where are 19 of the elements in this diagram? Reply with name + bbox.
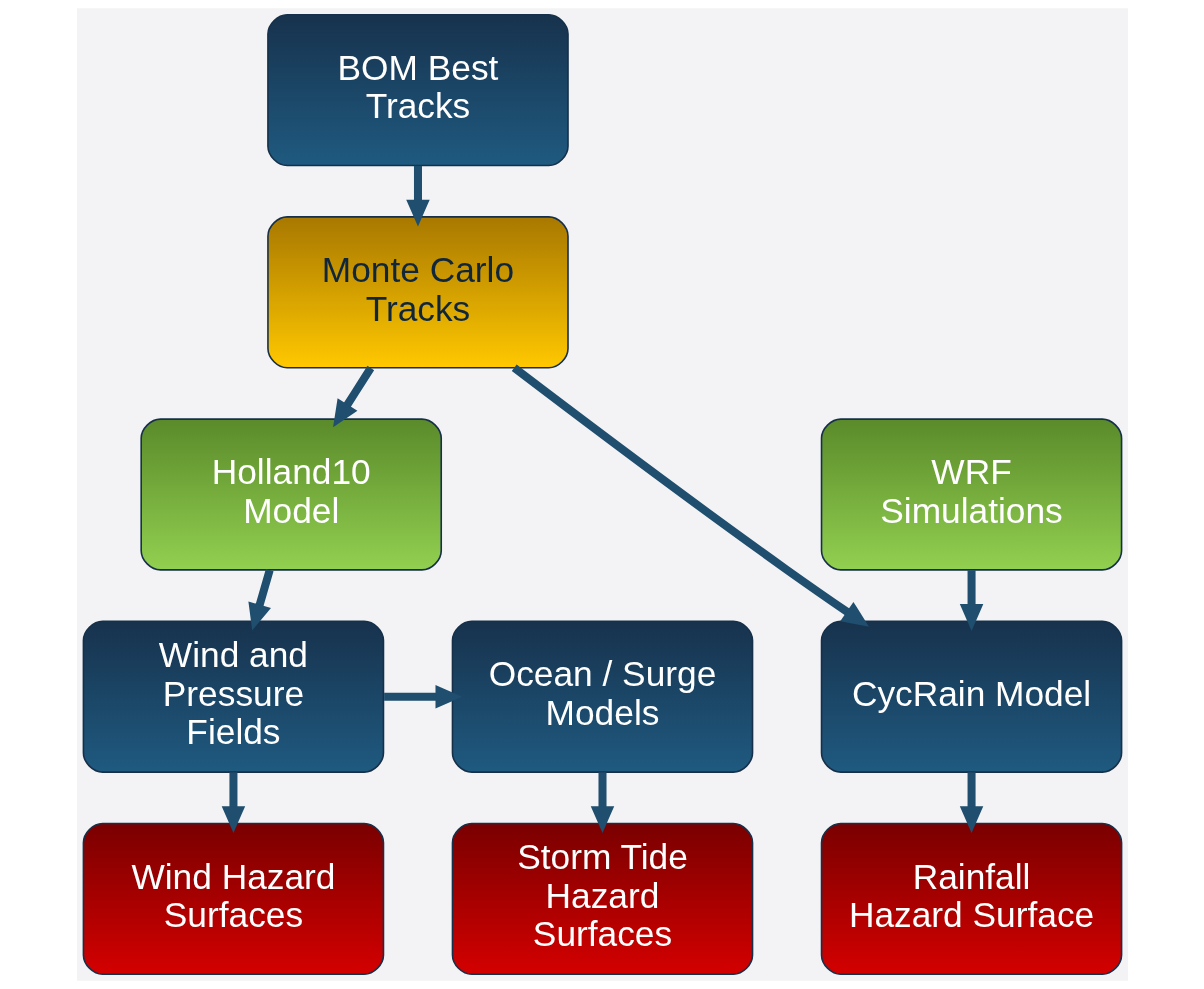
arrow [332,365,374,428]
node-box: Holland10 Model [139,418,442,571]
arrow [959,570,983,631]
node-box: Wind and Pressure Fields [82,620,384,773]
node-box: WRF Simulations [820,418,1122,571]
node-box: Monte Carlo Tracks [266,216,569,369]
arrow [383,684,462,709]
node-box: Ocean / Surge Models [451,620,753,773]
node-box: Rainfall Hazard Surface [820,822,1122,976]
arrow [221,772,245,834]
node-box: Wind Hazard Surfaces [82,822,384,976]
arrow [959,772,983,834]
arrow [405,165,430,227]
node-box: BOM Best Tracks [266,13,569,167]
arrow [247,569,274,631]
node-box: Storm Tide Hazard Surfaces [451,822,753,976]
arrow [590,772,614,834]
node-box: CycRain Model [820,620,1122,773]
arrow [511,364,869,627]
